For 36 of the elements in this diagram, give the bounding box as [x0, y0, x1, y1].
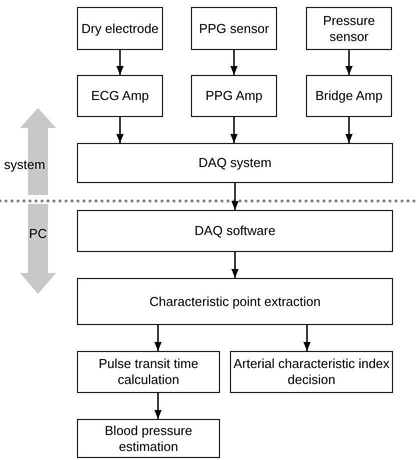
arrow — [154, 325, 162, 351]
process-box — [77, 75, 163, 117]
box-text: Pulse transit time calculation — [98, 356, 200, 388]
arrow — [116, 50, 124, 75]
process-box — [306, 75, 392, 117]
box-text: Arterial characteristic index decision — [232, 356, 391, 388]
box-text: Characteristic point extraction — [149, 294, 321, 310]
box-text: PPG Amp — [205, 88, 263, 104]
arrow — [231, 183, 239, 210]
process-box — [191, 75, 277, 117]
side-label: system — [4, 157, 46, 172]
side-label: PC — [29, 226, 48, 241]
process-box — [191, 7, 277, 50]
arrow — [345, 117, 353, 143]
arrow — [154, 393, 162, 419]
process-box — [77, 278, 393, 325]
arrow — [231, 252, 239, 278]
box-text: DAQ software — [194, 223, 276, 239]
box-text: Bridge Amp — [315, 88, 383, 104]
process-box — [306, 7, 392, 50]
box-text: Dry electrode — [81, 20, 159, 36]
box-text: Blood pressure estimation — [104, 422, 194, 454]
process-box — [77, 143, 393, 183]
arrow — [345, 50, 353, 75]
process-box — [77, 7, 163, 50]
process-box — [77, 351, 220, 393]
arrow — [116, 117, 124, 143]
process-box — [77, 419, 220, 458]
box-text: PPG sensor — [198, 20, 270, 36]
arrow — [303, 325, 311, 351]
arrow — [230, 50, 238, 75]
arrow — [230, 117, 238, 143]
box-text: Pressure sensor — [322, 12, 376, 44]
box-text: ECG Amp — [91, 88, 149, 104]
box-text: DAQ system — [198, 155, 272, 171]
process-box — [77, 210, 393, 252]
